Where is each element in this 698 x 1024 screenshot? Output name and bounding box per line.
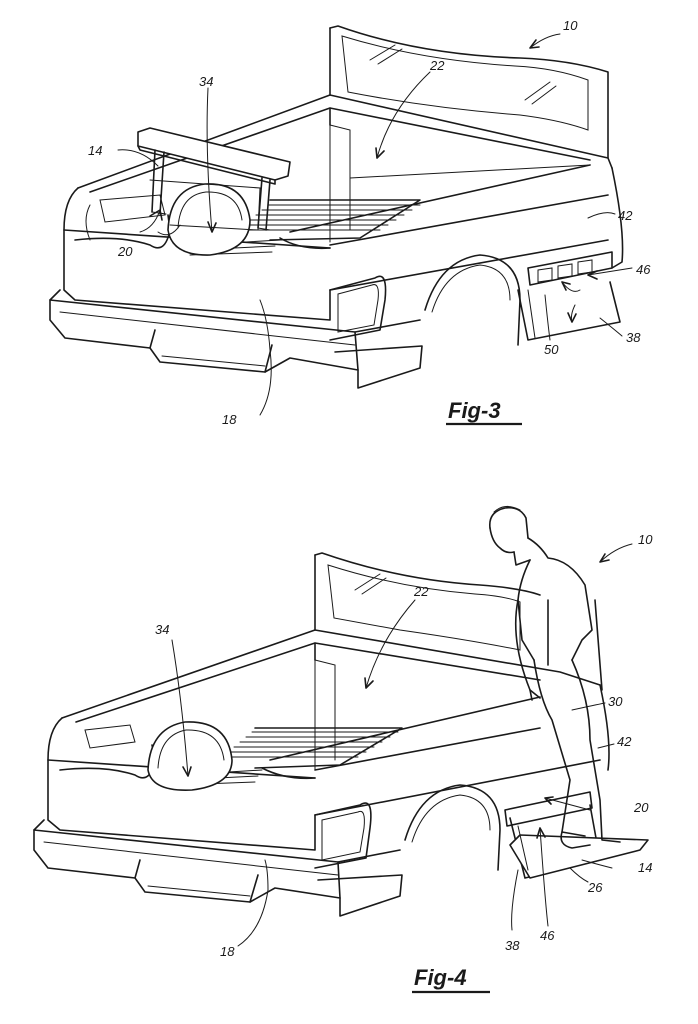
fig3-ref-50: 50	[544, 342, 559, 357]
fig3-ref-10: 10	[563, 18, 578, 33]
fig4-ref-34: 34	[155, 622, 169, 637]
fig4-ref-38: 38	[505, 938, 520, 953]
fig3-ref-14: 14	[88, 143, 102, 158]
fig3-ref-34: 34	[199, 74, 213, 89]
fig4-caption: Fig-4	[414, 965, 467, 990]
figure-4-leader-lines	[172, 544, 632, 946]
fig3-ref-42: 42	[618, 208, 633, 223]
fig4-ref-20: 20	[633, 800, 649, 815]
fig3-ref-18: 18	[222, 412, 237, 427]
fig4-ref-22: 22	[413, 584, 429, 599]
figure-4-truck-drawing	[34, 506, 648, 916]
fig4-ref-14: 14	[638, 860, 652, 875]
fig3-ref-38: 38	[626, 330, 641, 345]
fig4-ref-10: 10	[638, 532, 653, 547]
fig3-caption: Fig-3	[448, 398, 501, 423]
fig3-ref-46: 46	[636, 262, 651, 277]
fig4-ref-46: 46	[540, 928, 555, 943]
fig4-ref-42: 42	[617, 734, 632, 749]
fig4-ref-26: 26	[587, 880, 603, 895]
fig4-ref-18: 18	[220, 944, 235, 959]
fig4-ref-30: 30	[608, 694, 623, 709]
fig3-ref-22: 22	[429, 58, 445, 73]
fig3-ref-20: 20	[117, 244, 133, 259]
